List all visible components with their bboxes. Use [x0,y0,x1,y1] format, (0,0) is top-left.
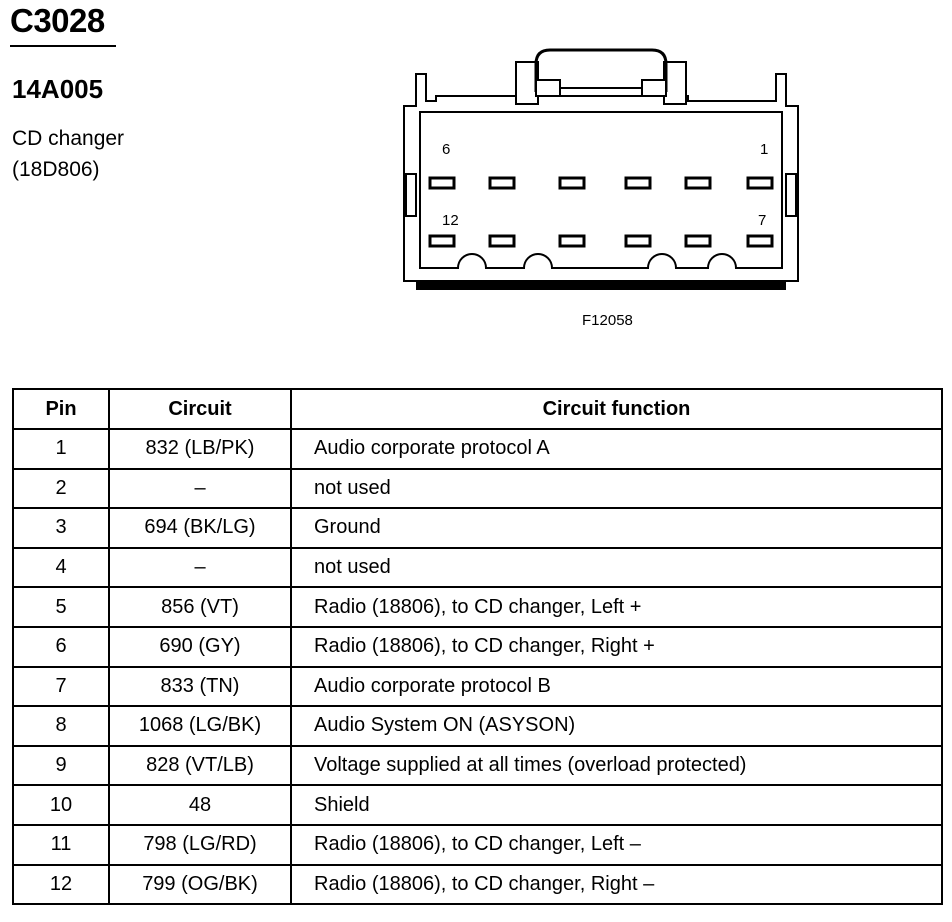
circuit-function-cell: Voltage supplied at all times (overload … [290,744,943,787]
circuit-cell: 832 (LB/PK) [108,428,292,470]
pin-label-bottom-right: 7 [758,212,766,229]
pin-cell: 9 [12,744,110,787]
circuit-cell: 856 (VT) [108,586,292,628]
pin-label-top-right: 1 [760,141,768,158]
circuit-function-cell: Ground [290,507,943,549]
pin-label-bottom-left: 12 [442,212,459,229]
table-header-row: Pin Circuit Circuit function [12,388,943,430]
connector-face-diagram: 6 1 12 7 [403,48,799,290]
part-number: 14A005 [12,74,104,104]
circuit-cell: 1068 (LG/BK) [108,705,292,747]
circuit-cell: 828 (VT/LB) [108,744,292,787]
circuit-function-cell: Radio (18806), to CD changer, Right + [290,625,943,668]
circuit-function-cell: Radio (18806), to CD changer, Right – [290,863,943,906]
circuit-function-cell: Audio System ON (ASYSON) [290,705,943,747]
header-circuit: Circuit [108,388,292,430]
circuit-function-cell: Audio corporate protocol B [290,665,943,708]
circuit-function-cell: Radio (18806), to CD changer, Left + [290,586,943,628]
pin-cell: 7 [12,665,110,708]
circuit-cell: 833 (TN) [108,665,292,708]
circuit-cell: 694 (BK/LG) [108,507,292,549]
pin-cell: 10 [12,784,110,826]
pin-cell: 4 [12,546,110,589]
circuit-cell: – [108,467,292,510]
figure-id: F12058 [582,312,633,329]
pin-cell: 6 [12,625,110,668]
header-pin: Pin [12,388,110,430]
circuit-cell: – [108,546,292,589]
circuit-cell: 48 [108,784,292,826]
pin-cell: 8 [12,705,110,747]
pin-cell: 11 [12,823,110,866]
pin-cell: 1 [12,428,110,470]
circuit-function-cell: not used [290,467,943,510]
pin-cell: 3 [12,507,110,549]
circuit-function-cell: not used [290,546,943,589]
circuit-cell: 799 (OG/BK) [108,863,292,906]
circuit-function-cell: Radio (18806), to CD changer, Left – [290,823,943,866]
component-description: CD changer [12,127,125,150]
table-row: 4–not used [12,546,943,589]
circuit-function-cell: Audio corporate protocol A [290,428,943,470]
connector-title: C3028 [10,2,105,39]
circuit-cell: 798 (LG/RD) [108,823,292,866]
header-circuit-function: Circuit function [290,388,943,430]
pin-label-top-left: 6 [442,141,450,158]
title-underline [10,45,116,47]
circuit-function-cell: Shield [290,784,943,826]
pin-cell: 12 [12,863,110,906]
component-part-number: (18D806) [12,158,100,181]
circuit-cell: 690 (GY) [108,625,292,668]
pin-cell: 5 [12,586,110,628]
pin-cell: 2 [12,467,110,510]
table-row: 2–not used [12,467,943,510]
